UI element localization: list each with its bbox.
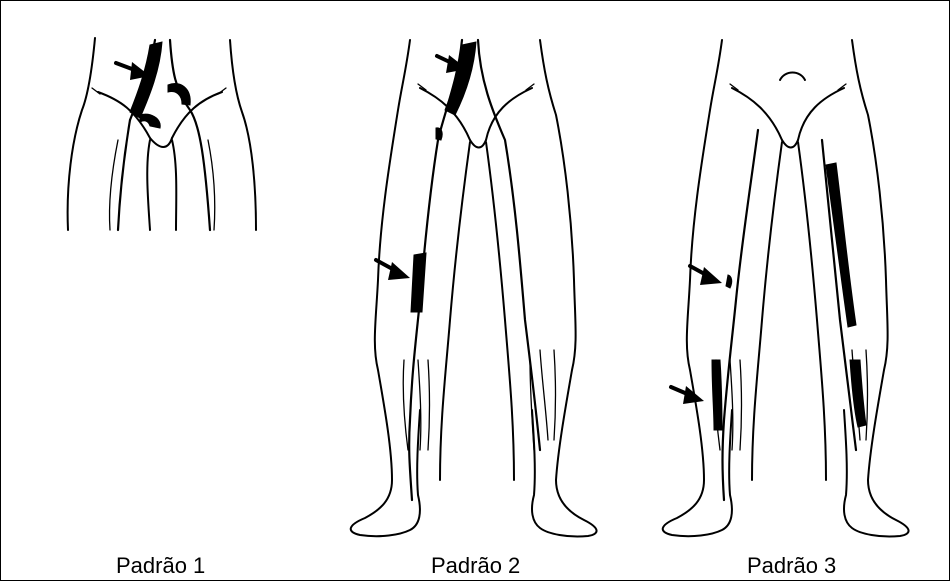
caption-pattern-1: Padrão 1 [116,553,205,579]
panel-3-legs-drawing [663,40,909,537]
panel-2-arrow-femoral [376,260,410,280]
panel-2-legs-drawing [351,40,597,537]
caption-pattern-3: Padrão 3 [747,553,836,579]
caption-pattern-2: Padrão 2 [431,553,520,579]
panel-3-arrow-calf [671,386,704,404]
panel-1-pelvis-drawing [68,38,256,230]
panel-3-arrow-femoral [690,266,722,285]
